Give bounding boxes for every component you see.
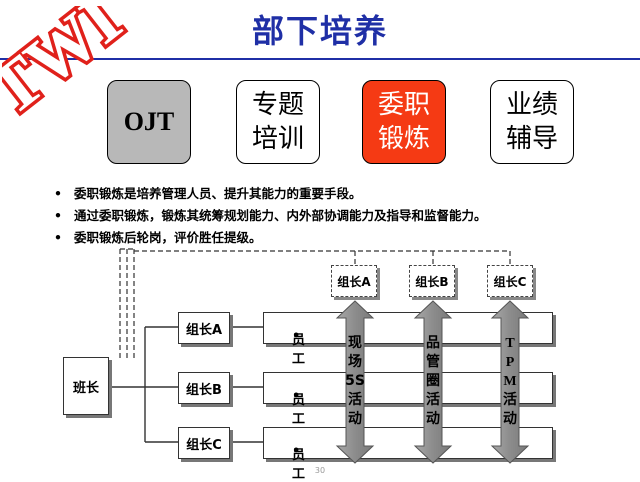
tile-delegation-training: 委职 锻炼 (362, 80, 446, 164)
group-leader-c-box: 组长C (178, 427, 230, 459)
activity-label-5s: 现 场 5S 活 动 (345, 335, 365, 427)
page-number: 30 (314, 466, 326, 475)
bullet-item: • 委职锻炼后轮岗，评价胜任提级。 (54, 227, 262, 246)
bullet-text: 委职锻炼后轮岗，评价胜任提级。 (74, 230, 262, 245)
dashed-connectors (119, 248, 511, 358)
bullet-item: • 委职锻炼是培养管理人员、提升其能力的重要手段。 (54, 183, 362, 202)
bullet-marker: • (54, 208, 62, 223)
tile-ojt: OJT (107, 80, 191, 164)
dashed-leader-c-box: 组长C (487, 265, 533, 297)
bullet-item: • 通过委职锻炼，锻炼其统筹规划能力、内外部协调能力及指导和监督能力。 (54, 205, 487, 224)
page-title: 部下培养 (251, 12, 388, 50)
tile-performance-coaching: 业绩 辅导 (490, 80, 574, 164)
title-underline (0, 58, 640, 60)
worker-label: • 员工 (292, 444, 306, 482)
activity-label-qcc: 品 管 圈 活 动 (426, 335, 440, 427)
dashed-leader-a-box: 组长A (331, 265, 377, 297)
bullet-text: 委职锻炼是培养管理人员、提升其能力的重要手段。 (74, 186, 362, 201)
bullet-marker: • (54, 186, 62, 201)
bullet-text: 通过委职锻炼，锻炼其统筹规划能力、内外部协调能力及指导和监督能力。 (74, 208, 487, 223)
worker-label: • 员工 (292, 389, 306, 427)
double-arrow-tpm (490, 300, 530, 464)
group-leader-b-box: 组长B (178, 372, 230, 404)
tile-special-training: 专题 培训 (236, 80, 320, 164)
activity-label-tpm: T P M 活 动 (503, 336, 517, 427)
double-arrow-qcc (413, 300, 453, 464)
worker-label: • 员工 (292, 329, 306, 367)
dashed-leader-b-box: 组长B (409, 265, 455, 297)
group-leader-a-box: 组长A (178, 312, 230, 344)
team-leader-box: 班长 (63, 357, 109, 415)
solid-connectors (108, 326, 263, 443)
bullet-marker: • (54, 230, 62, 245)
double-arrow-5s (335, 300, 375, 464)
